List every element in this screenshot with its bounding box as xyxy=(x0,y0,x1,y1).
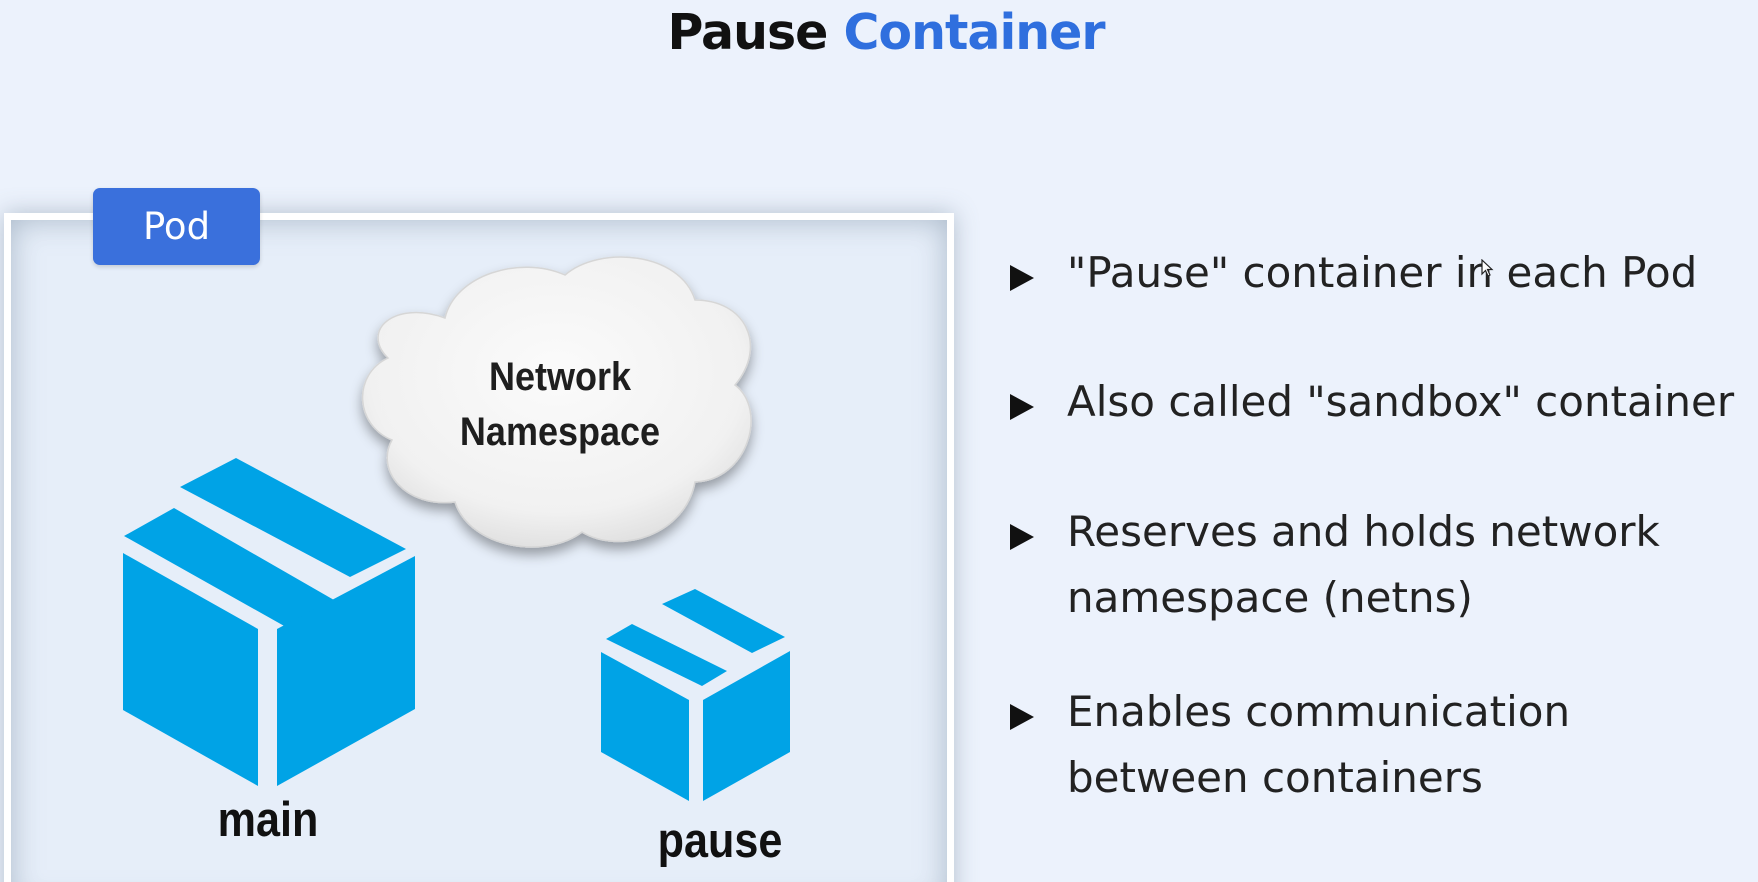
bullet-item: Enables communication between containers xyxy=(1010,679,1758,811)
bullet-text-line: between containers xyxy=(1067,753,1483,802)
bullet-text-line: "Pause" container in each Pod xyxy=(1067,248,1698,297)
main-container-label: main xyxy=(217,793,319,847)
triangle-right-icon xyxy=(1010,704,1034,730)
pause-container-label: pause xyxy=(657,814,783,868)
bullet-item: "Pause" container in each Pod xyxy=(1010,240,1758,306)
pod-label: Pod xyxy=(93,188,260,265)
title-part-2: Container xyxy=(843,4,1105,61)
bullet-item: Also called "sandbox" container xyxy=(1010,369,1758,435)
pause-box-icon xyxy=(601,589,790,801)
triangle-right-icon xyxy=(1010,394,1034,420)
cloud-icon xyxy=(361,256,752,548)
bullet-text-line: Also called "sandbox" container xyxy=(1067,377,1735,426)
cloud-label-line-2: Namespace xyxy=(459,410,661,454)
bullet-item: Reserves and holds network namespace (ne… xyxy=(1010,499,1758,631)
mouse-cursor-icon xyxy=(1481,259,1494,277)
triangle-right-icon xyxy=(1010,265,1034,291)
main-box-icon xyxy=(123,458,415,786)
title-part-1: Pause xyxy=(667,4,828,61)
bullet-text-line: namespace (netns) xyxy=(1067,573,1473,622)
network-namespace-label: Network Namespace xyxy=(398,350,722,460)
bullet-text-line: Enables communication xyxy=(1067,687,1571,736)
bullet-text-line: Reserves and holds network xyxy=(1067,507,1660,556)
page-title: Pause Container xyxy=(0,4,1758,61)
triangle-right-icon xyxy=(1010,524,1034,550)
cloud-label-line-1: Network xyxy=(488,355,632,399)
